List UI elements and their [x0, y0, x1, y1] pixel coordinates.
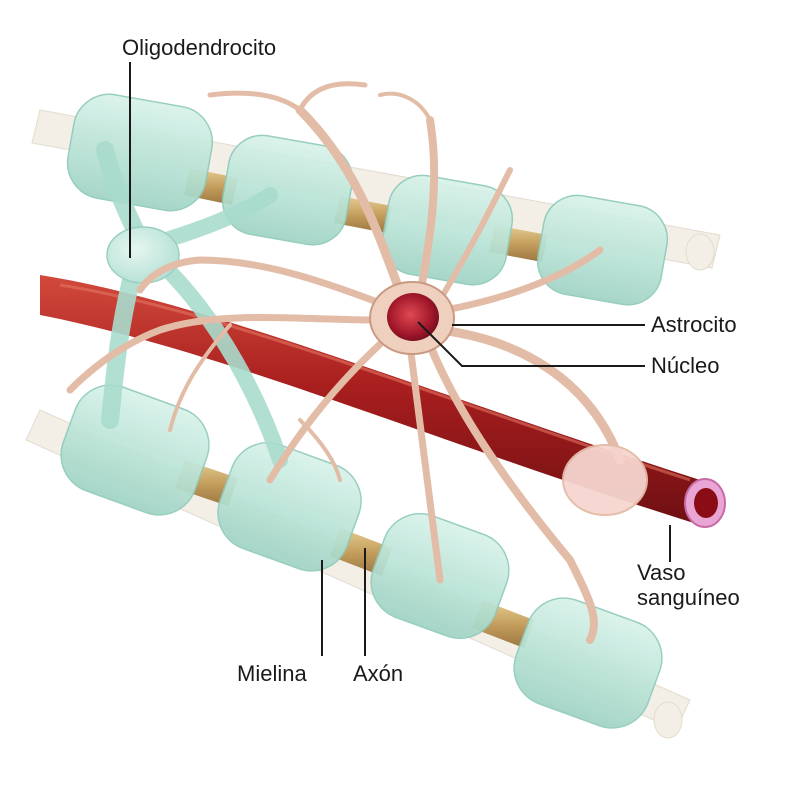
vessel-lumen-inner	[694, 488, 718, 518]
myelin-sheath	[513, 597, 663, 729]
label-nucleus: Núcleo	[651, 353, 720, 378]
label-blood-vessel-line1: Vaso	[637, 560, 686, 585]
label-blood-vessel-line2: sanguíneo	[637, 585, 740, 611]
lower-nerve-fiber	[25, 384, 691, 739]
vessel-body	[40, 275, 700, 525]
fiber-end	[685, 233, 715, 271]
oligodendrocyte-body	[106, 226, 180, 284]
astrocyte-process	[298, 418, 342, 482]
astrocyte-process	[168, 323, 232, 432]
myelin-sheath	[217, 442, 362, 572]
label-myelin: Mielina	[237, 661, 307, 686]
astrocyte-cell	[66, 81, 648, 644]
astrocyte-process	[66, 314, 384, 394]
astrocyte-process	[295, 105, 410, 310]
astrocyte-process	[441, 246, 604, 314]
astrocyte-process	[406, 341, 444, 584]
astrocyte-process	[378, 91, 432, 122]
astrocyte-process	[207, 90, 303, 113]
astrocyte-process	[136, 256, 389, 309]
label-oligodendrocyte: Oligodendrocito	[122, 35, 277, 60]
astrocyte-process	[435, 325, 625, 465]
myelin-sheath	[221, 134, 354, 246]
fiber-end	[653, 701, 683, 739]
astrocyte-endfoot	[562, 444, 648, 516]
oligodendrocyte-process	[152, 254, 288, 468]
myelin-sheath	[381, 174, 514, 286]
leader-lines	[129, 62, 671, 656]
astrocyte-process	[416, 116, 439, 299]
oligodendrocyte-process	[101, 256, 144, 429]
label-astrocyte: Astrocito	[651, 312, 737, 337]
myelin-sheath	[66, 93, 214, 212]
astrocyte-process	[426, 341, 598, 644]
astrocyte-process	[297, 81, 368, 113]
leader-nucleus	[417, 321, 645, 367]
label-axon: Axón	[353, 661, 404, 686]
astrocyte-process	[437, 167, 513, 303]
astrocyte-process	[266, 331, 394, 484]
label-blood-vessel: Vaso sanguíneo	[637, 560, 740, 611]
